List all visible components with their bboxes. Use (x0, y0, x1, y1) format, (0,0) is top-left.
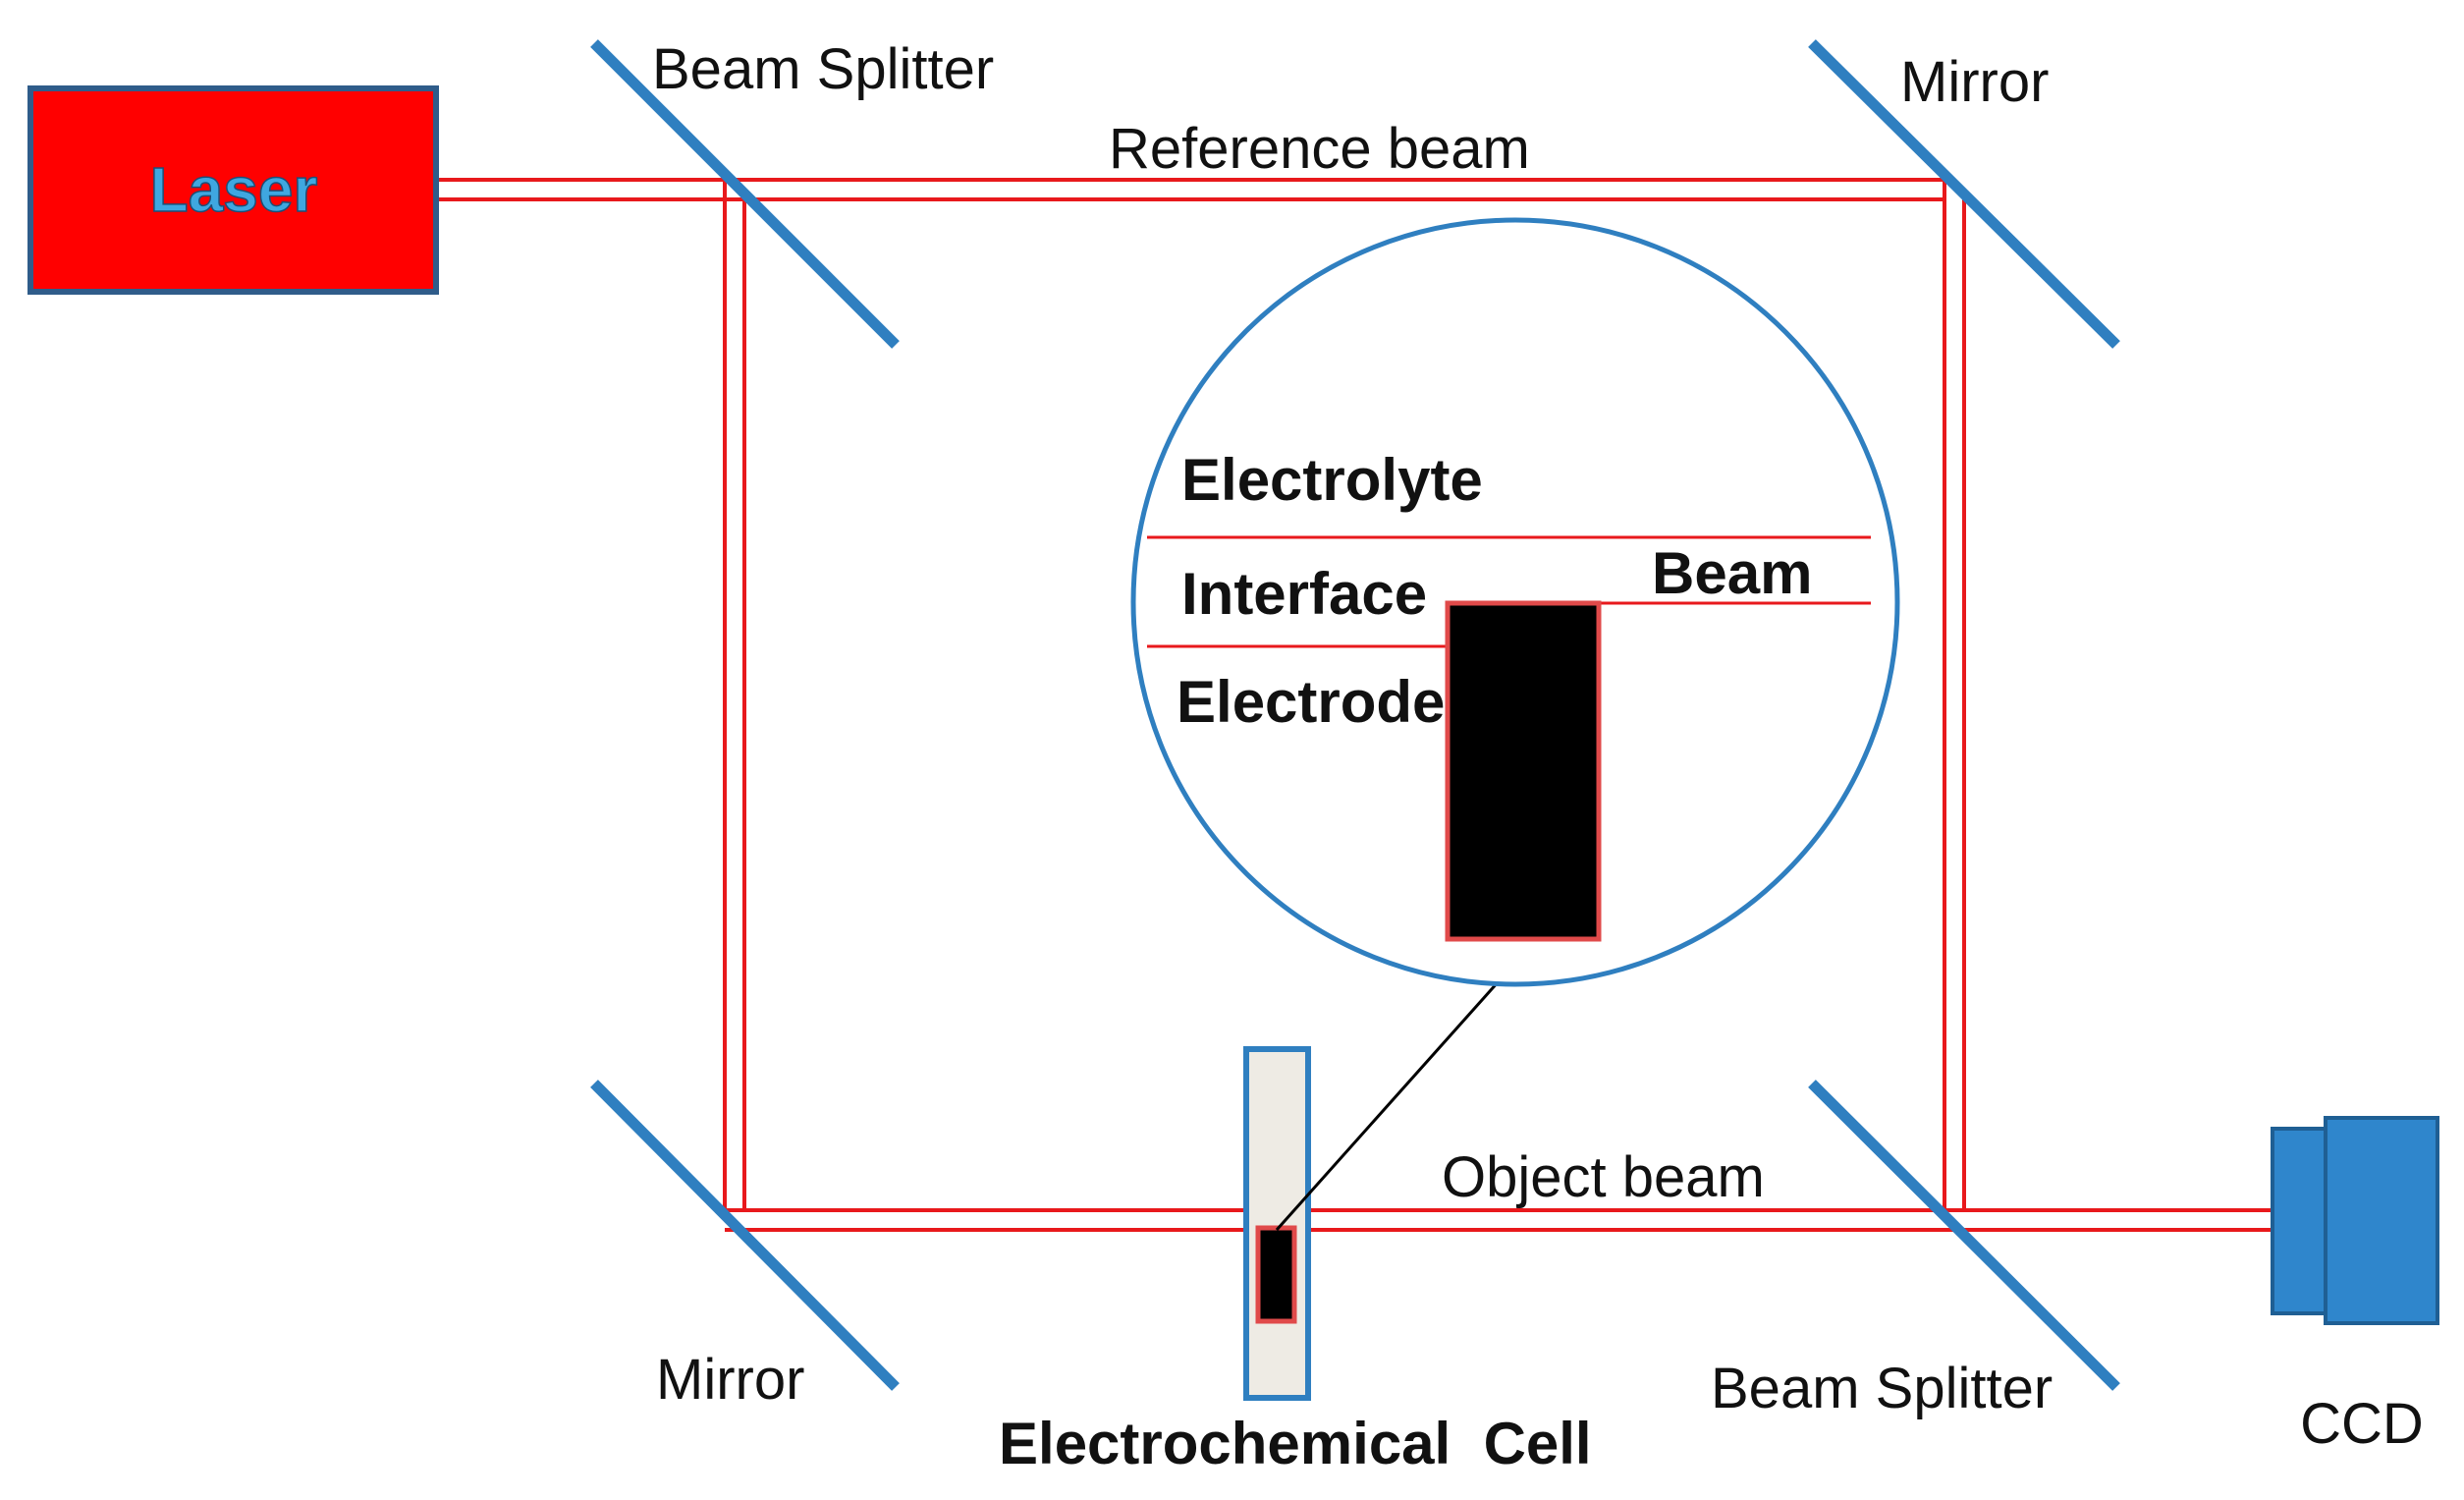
optics (590, 39, 2120, 1391)
laser-box (27, 85, 439, 295)
laser: Laser (27, 85, 439, 295)
magnified-view: Electrolyte Interface Beam Electrode (1130, 217, 1900, 987)
beam-splitter-top (590, 39, 900, 349)
mirror-top (1808, 39, 2120, 349)
left-vertical-beam (723, 180, 746, 1210)
cell-electrode (1255, 1225, 1297, 1324)
electrochemical-cell (1243, 1046, 1311, 1401)
ccd-body (2324, 1116, 2439, 1325)
beam-label: Beam (1652, 540, 1812, 606)
ccd-lens (2271, 1127, 2331, 1315)
reference-beam-path (439, 178, 1944, 201)
mirror-top-label: Mirror (1900, 50, 2049, 114)
beam-splitter-bottom-label: Beam Splitter (1711, 1357, 2053, 1420)
magnified-electrode (1445, 600, 1602, 942)
interface-label: Interface (1181, 561, 1427, 627)
mirror-bottom (590, 1080, 900, 1391)
electrode-label: Electrode (1177, 669, 1445, 735)
ccd-label: CCD (2300, 1392, 2424, 1456)
beam-splitter-bottom (1808, 1080, 2120, 1391)
mirror-bottom-label: Mirror (656, 1348, 804, 1412)
electrolyte-label: Electrolyte (1181, 447, 1483, 513)
laser-label: Laser (150, 154, 318, 225)
reference-beam-label: Reference beam (1109, 117, 1530, 181)
electrochemical-cell-label: Electrochemical Cell (999, 1411, 1592, 1476)
object-beam-label: Object beam (1442, 1145, 1765, 1209)
beam-paths (439, 178, 2271, 1232)
magnifier-leader-line (1275, 962, 1517, 1231)
cell-body (1243, 1046, 1311, 1401)
right-vertical-beam (1943, 180, 1966, 1210)
beam-splitter-top-label: Beam Splitter (652, 37, 994, 101)
ccd: CCD (2271, 1116, 2439, 1456)
object-beam-path (725, 1208, 2271, 1232)
